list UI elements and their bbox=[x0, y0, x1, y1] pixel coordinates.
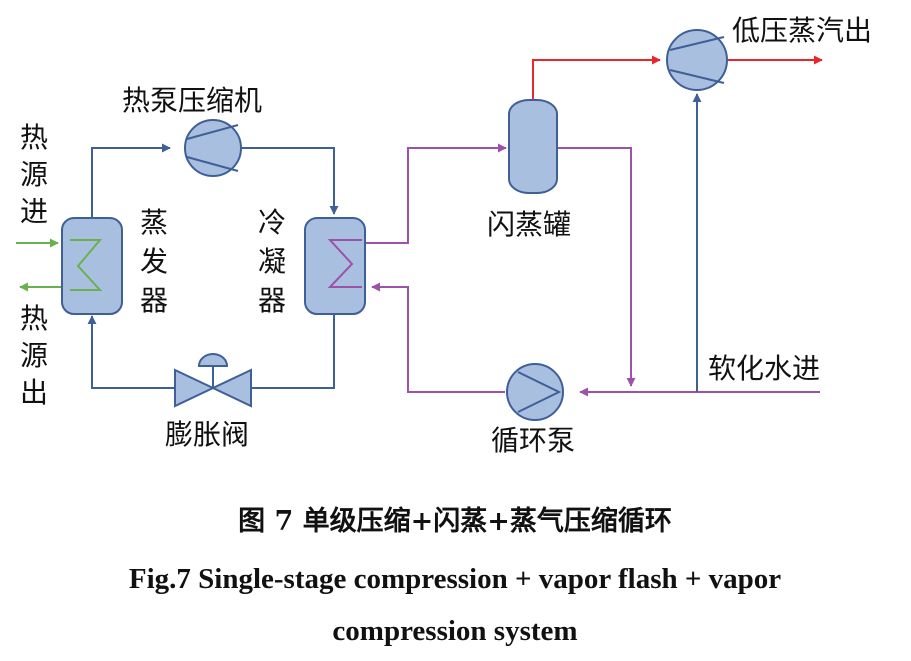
valve-left-triangle bbox=[174, 368, 216, 408]
condenser bbox=[304, 217, 366, 315]
heat-pump-compressor bbox=[184, 119, 242, 177]
flash-tank-label: 闪蒸罐 bbox=[487, 208, 571, 241]
water-loop bbox=[364, 143, 820, 397]
evaporator-char-1: 蒸 bbox=[140, 206, 168, 239]
evaporator-char-2: 发 bbox=[140, 245, 168, 278]
steam-compressor-circle bbox=[666, 29, 728, 91]
heat-source-out-char-1: 热 bbox=[20, 302, 48, 335]
valve-right-triangle bbox=[210, 368, 252, 408]
caption-english-line-2: compression system bbox=[332, 615, 577, 647]
pipe-valve-to-evaporator bbox=[87, 315, 175, 389]
steam-compressor-bottom-line bbox=[669, 69, 725, 84]
pipe-compressor-to-condenser bbox=[240, 147, 339, 215]
evaporator-char-3: 器 bbox=[140, 284, 168, 317]
condenser-char-1: 冷 bbox=[258, 206, 286, 239]
pipe-condenser-to-valve bbox=[251, 312, 335, 389]
circulation-pump-label: 循环泵 bbox=[491, 424, 575, 457]
heat-source-lines bbox=[16, 238, 62, 292]
steam-compressor bbox=[666, 29, 728, 91]
evaporator-label: 蒸 发 器 bbox=[140, 206, 168, 317]
valve-actuator-icon bbox=[197, 353, 229, 367]
condenser-char-2: 凝 bbox=[258, 245, 286, 278]
pipe-evaporator-to-compressor bbox=[91, 143, 171, 218]
pipe-condenser-to-flash-tank bbox=[364, 143, 507, 244]
heat-source-in-char-1: 热 bbox=[20, 121, 48, 154]
pipe-pump-to-condenser bbox=[371, 282, 505, 393]
compressor-bottom-line bbox=[186, 156, 239, 172]
flash-tank bbox=[508, 99, 558, 194]
heat-source-in-label: 热 源 进 bbox=[20, 121, 48, 228]
pump-arrow-icon bbox=[517, 371, 562, 413]
circulation-pump-circle bbox=[506, 363, 564, 421]
heat-pump-compressor-circle bbox=[184, 119, 242, 177]
condenser-char-3: 器 bbox=[258, 284, 286, 317]
compressor-top-line bbox=[186, 124, 239, 140]
circulation-pump bbox=[506, 363, 564, 421]
heat-source-out-label: 热 源 出 bbox=[20, 302, 48, 409]
evaporator-body bbox=[61, 217, 123, 315]
pipe-flash-tank-to-steam-compressor bbox=[532, 55, 661, 100]
low-pressure-steam-out-label: 低压蒸汽出 bbox=[732, 14, 872, 47]
steam-compressor-top-line bbox=[669, 36, 725, 51]
heat-source-in-char-2: 源 bbox=[20, 158, 48, 191]
condenser-body bbox=[304, 217, 366, 315]
heat-source-in-char-3: 进 bbox=[20, 195, 48, 228]
condenser-label: 冷 凝 器 bbox=[258, 206, 286, 317]
heat-source-out-char-2: 源 bbox=[20, 339, 48, 372]
caption-chinese: 图 7 单级压缩+闪蒸+蒸气压缩循环 bbox=[238, 505, 672, 537]
heat-pump-compressor-label: 热泵压缩机 bbox=[122, 84, 262, 117]
evaporator-coil-icon bbox=[70, 239, 103, 291]
pipe-flash-tank-liquid-return bbox=[556, 147, 636, 387]
heat-source-out-char-3: 出 bbox=[20, 376, 48, 409]
soft-water-in-label: 软化水进 bbox=[708, 352, 820, 385]
expansion-valve bbox=[174, 353, 252, 408]
condenser-coil-icon bbox=[327, 239, 362, 288]
steam-line bbox=[532, 55, 823, 100]
caption-english-line-1: Fig.7 Single-stage compression + vapor f… bbox=[129, 563, 781, 595]
evaporator bbox=[61, 217, 123, 315]
flash-tank-body bbox=[508, 99, 558, 194]
heat-pump-loop bbox=[87, 143, 339, 389]
expansion-valve-label: 膨胀阀 bbox=[165, 418, 249, 451]
